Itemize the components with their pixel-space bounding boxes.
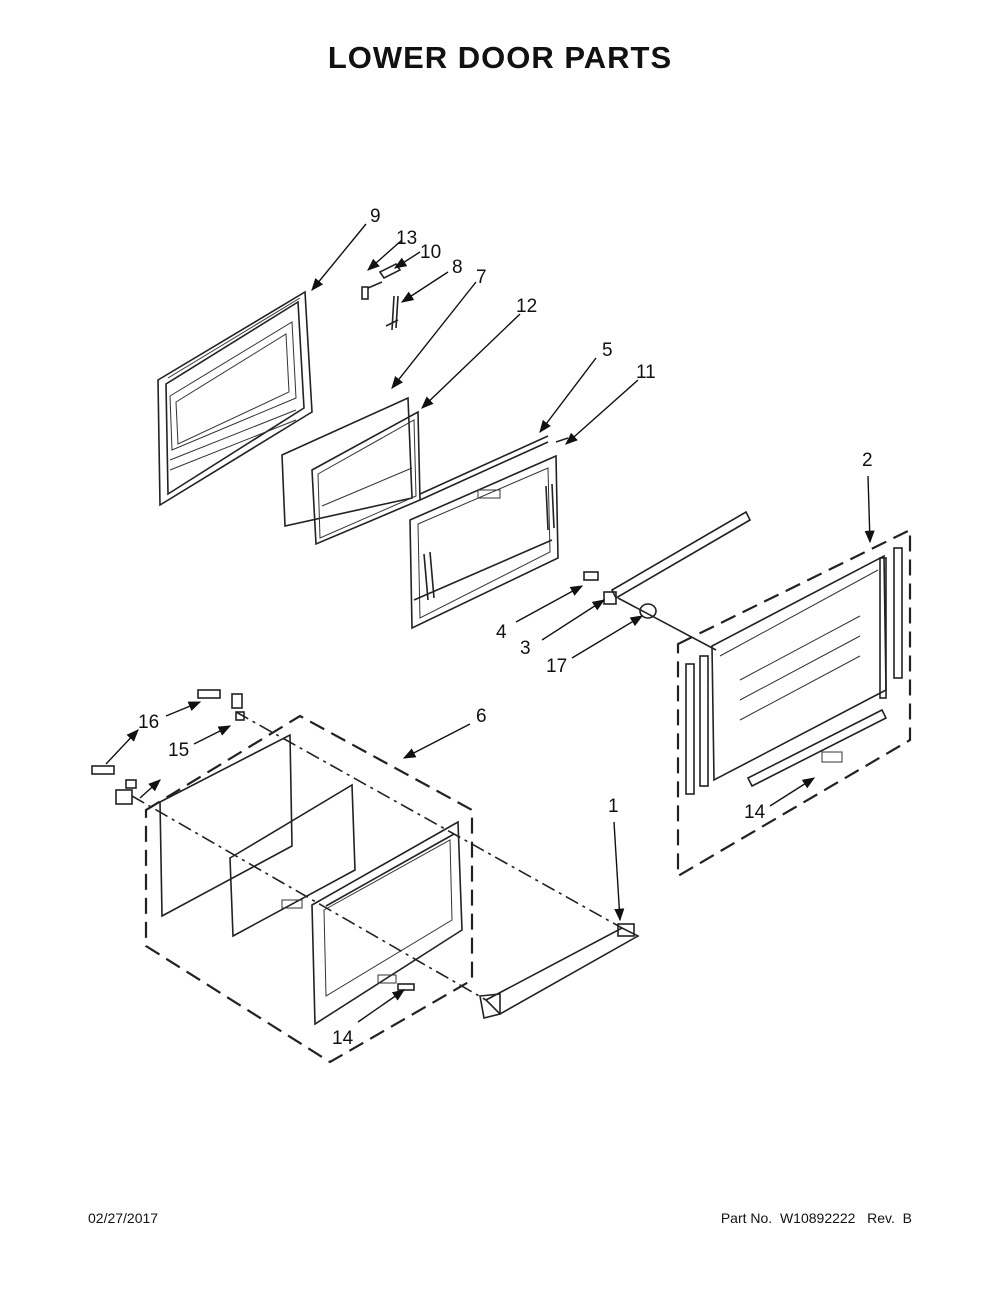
footer-part-number: Part No. W10892222 Rev. B [720,1210,912,1226]
callout-8: 8 [452,257,463,278]
parts-13-10-8-hardware [361,262,402,331]
part-6-door-glass-group [144,714,474,1064]
callout-15: 15 [168,740,189,761]
part-9-inner-door-panel [157,290,313,507]
callout-9: 9 [370,206,381,227]
callout-3: 3 [520,638,531,659]
callout-14-right: 14 [744,802,766,823]
callout-16: 16 [138,712,159,733]
callout-leaders [105,223,875,1023]
callout-6: 6 [476,706,487,727]
part-1-handle [479,923,640,1019]
callout-7: 7 [476,267,487,288]
page-title: LOWER DOOR PARTS [327,40,673,75]
part-5-11-door-frame [409,435,569,630]
callout-12: 12 [516,296,537,317]
callout-10: 10 [420,242,441,263]
parts-15-16-screws [91,689,245,805]
callout-17: 17 [546,656,567,677]
callout-11: 11 [636,362,656,383]
callout-13: 13 [396,228,417,249]
callout-2: 2 [862,450,873,471]
callout-labels: 9 13 10 8 7 12 5 11 2 4 3 17 16 15 6 1 1… [138,206,873,1049]
part-2-outer-door-assembly [676,528,912,878]
assembly-alignment-lines [131,711,623,1001]
footer-date: 02/27/2017 [88,1210,159,1226]
callout-5: 5 [602,340,613,361]
callout-14-left: 14 [332,1028,354,1049]
part-4-3-17-rod-hardware [583,510,752,651]
part-7-12-door-glass [281,396,421,546]
callout-4: 4 [496,622,507,643]
callout-1: 1 [608,796,619,817]
